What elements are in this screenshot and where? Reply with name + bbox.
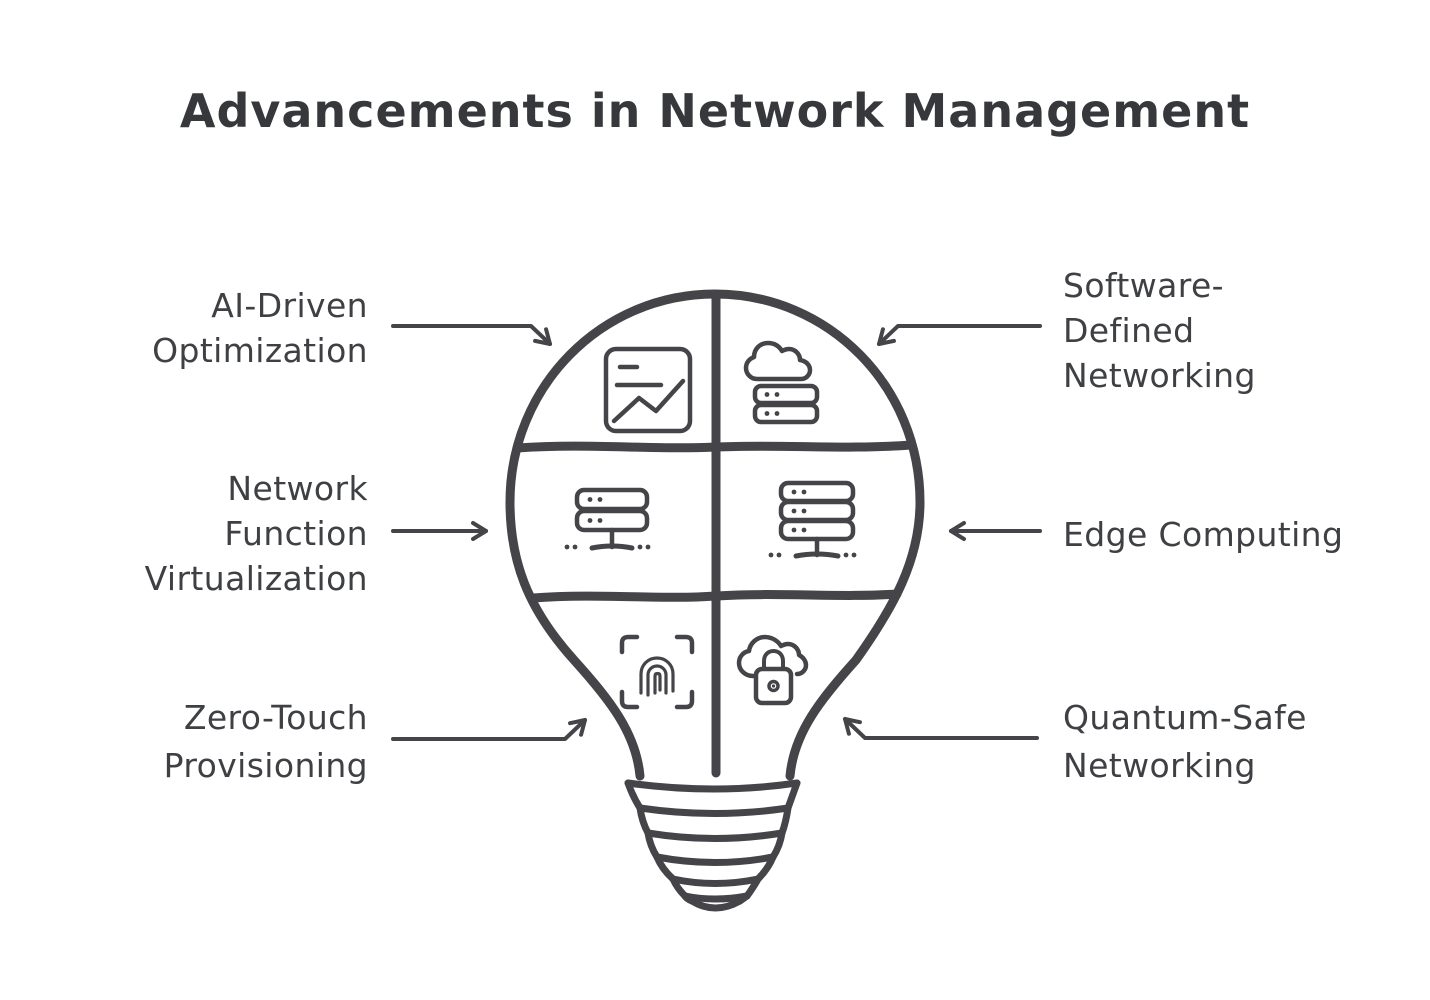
label-zero-touch-provisioning: Zero-Touch Provisioning [163,698,368,785]
label-software-defined-networking: Software- Defined Networking [1063,266,1256,395]
arrow-quantum-safe-networking [843,717,1039,740]
arrow-ai-driven-optimization [391,324,552,346]
label-ai-driven-optimization: AI-Driven Optimization [152,286,368,370]
label-network-function-virtualization: Network Function Virtualization [144,469,368,598]
upper-horizontal-divider [512,440,916,453]
label-edge-computing: Edge Computing [1063,515,1344,554]
analytics-report-icon [603,346,693,434]
section-dividers [512,292,916,778]
label-quantum-safe-networking: Quantum-Safe Networking [1063,698,1307,785]
lower-horizontal-divider [528,589,902,603]
cloud-server-icon [743,340,820,425]
arrow-software-defined-networking [877,324,1042,346]
secure-cloud-lock-icon [736,634,809,706]
page-title: Advancements in Network Management [179,84,1251,138]
edge-server-rack-icon [768,480,857,559]
arrow-zero-touch-provisioning [391,718,587,741]
bulb-screw-base [624,779,801,912]
fingerprint-scan-icon [619,634,695,710]
connector-arrows [391,324,1042,741]
virtual-server-rack-icon [564,487,651,551]
